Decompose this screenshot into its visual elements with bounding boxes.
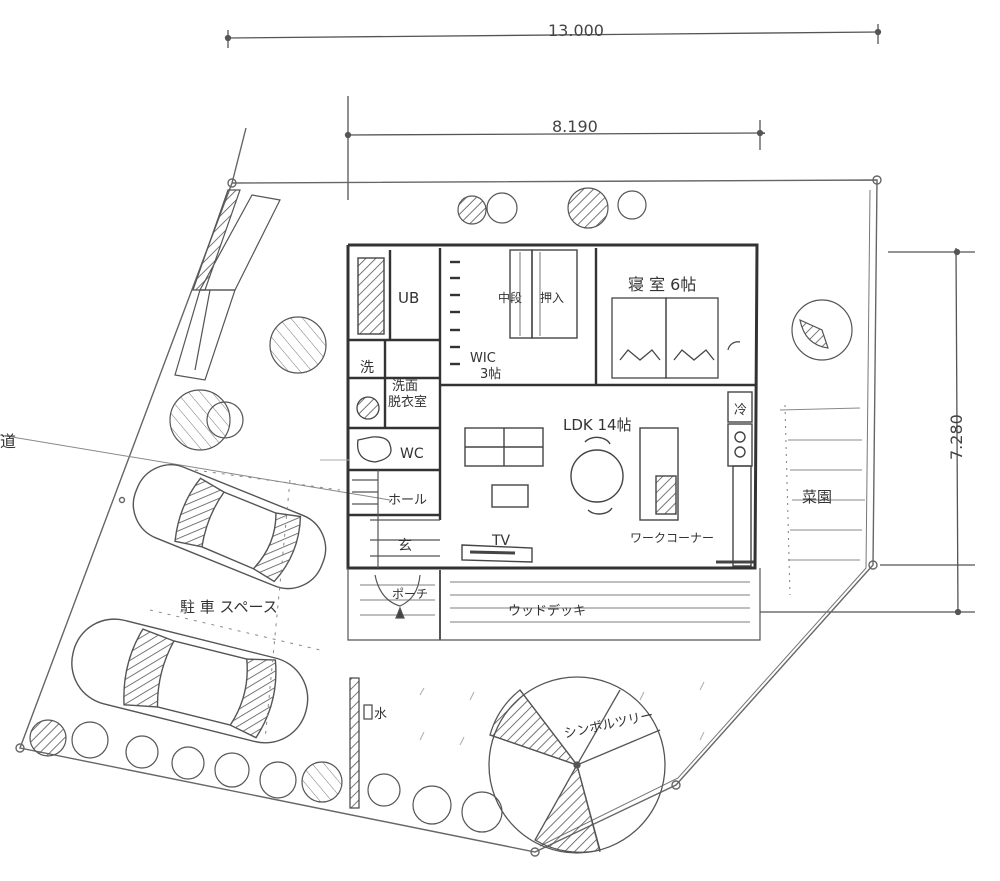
tv-label: TV [491,533,511,549]
washroom-label-2: 脱衣室 [388,394,427,410]
road-line [0,434,391,501]
wic-label: WIC [470,351,496,366]
beds [611,297,719,379]
closet-label: 中段 [498,290,522,305]
bedroom-label: 寝 室 6帖 [628,275,696,294]
water-tap [363,704,373,720]
closet-fixtures [509,249,578,339]
road-label: 道 [0,432,16,451]
kitchen-counter [716,391,754,567]
site-boundary [15,127,882,857]
bathtub [357,257,385,335]
parking-stripes [149,469,341,741]
washing-machine [356,396,380,420]
toilet [356,436,392,463]
dimension-overall-label: 13.000 [548,21,604,40]
car-lower [71,618,309,744]
herb-garden [779,404,865,596]
left-fence [174,189,281,381]
herb-garden-label: 菜園 [802,488,832,506]
fridge-label: 冷 [734,403,747,418]
porch-label: ポーチ [392,587,428,601]
parking-label: 駐 車 スペース [180,598,278,616]
work-corner-label: ワークコーナー [630,531,714,545]
water-post [349,677,360,809]
ldk-label: LDK 14帖 [563,416,632,434]
closet-label-2: 押入 [540,291,564,305]
dimension-building-width-label: 8.190 [552,117,598,136]
car-upper [132,464,327,590]
washroom-label: 洗面 [392,379,418,394]
wood-deck [347,568,761,641]
interior-walls [348,248,755,520]
dimension-building-depth-label: 7.280 [947,414,966,460]
lawn-marks [320,459,705,746]
stairs [352,470,440,568]
hall-label: ホール [388,493,427,508]
water-label: 水 [374,707,387,722]
wic-shelves [450,260,460,366]
bath-label: UB [398,289,419,307]
dimension-building-depth [760,247,975,616]
symbol-tree-label: シンボルツリー [563,708,655,742]
wc-label: WC [400,446,424,462]
symbol-tree [488,676,666,854]
wic-size-label: 3帖 [480,367,501,382]
wash-label: 洗 [360,360,374,376]
dimension-overall [224,24,882,48]
bedroom-door [727,341,741,351]
site-boundary-inner [539,189,871,847]
dimension-building-width [344,96,766,200]
wood-deck-label: ウッドデッキ [508,603,586,619]
entrance-label: 玄 [398,537,412,554]
trees [29,187,853,833]
ldk-furniture [461,427,679,563]
